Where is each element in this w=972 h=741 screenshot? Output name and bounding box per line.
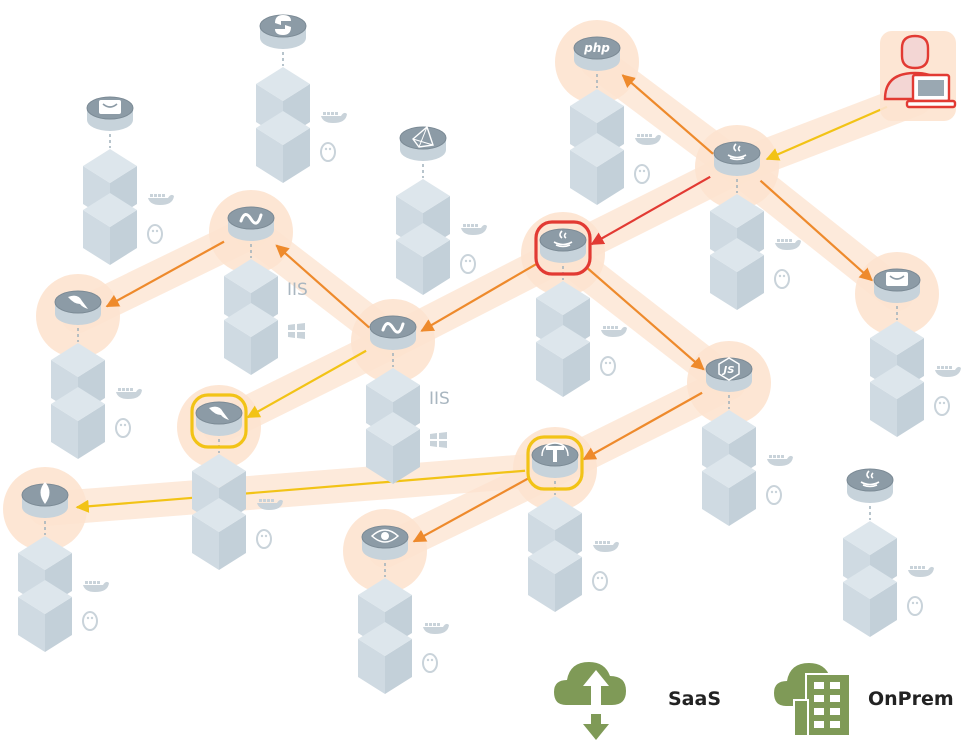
linux-icon <box>82 611 98 631</box>
eye-icon <box>370 529 400 543</box>
java-icon <box>860 470 880 488</box>
edge-arrow <box>582 391 703 461</box>
edge-arrow <box>759 179 873 282</box>
service-node-mongodb[interactable] <box>18 482 109 652</box>
service-node-mysql-top[interactable] <box>51 290 142 459</box>
service-node-php[interactable]: php <box>570 36 661 205</box>
user-node[interactable] <box>880 31 957 121</box>
legend: SaaS OnPrem <box>554 662 954 740</box>
mongodb-icon <box>40 482 50 504</box>
docker-icon <box>257 499 283 510</box>
linux-icon <box>600 356 616 376</box>
java-icon <box>727 143 747 161</box>
edge-layer <box>75 74 888 543</box>
service-node-mysql-yellow[interactable] <box>190 393 283 570</box>
svg-text:php: php <box>583 41 610 55</box>
service-node-java-red[interactable] <box>534 220 627 397</box>
python-icon <box>275 15 291 35</box>
windows-icon <box>430 432 447 448</box>
laptop-icon <box>905 73 957 109</box>
legend-onprem-label: OnPrem <box>868 688 954 710</box>
apache-icon <box>886 272 908 286</box>
ruby-icon <box>412 125 434 148</box>
docker-icon <box>593 541 619 552</box>
linux-icon <box>634 164 650 184</box>
linux-icon <box>592 571 608 591</box>
legend-saas-label: SaaS <box>668 688 721 710</box>
iis-label: IIS <box>287 280 308 300</box>
service-node-ruby[interactable] <box>396 125 487 295</box>
legend-saas: SaaS <box>554 662 721 740</box>
linux-icon <box>766 485 782 505</box>
service-node-java-lone[interactable] <box>843 468 934 637</box>
docker-icon <box>83 581 109 592</box>
edge-arrow <box>105 240 225 308</box>
svg-text:JS: JS <box>722 365 735 376</box>
linux-icon <box>115 418 131 438</box>
docker-icon <box>935 366 961 377</box>
nodejs-icon: JS <box>718 357 740 381</box>
docker-icon <box>767 455 793 466</box>
edge-arrow <box>75 469 526 513</box>
windows-icon <box>288 323 305 339</box>
docker-icon <box>423 623 449 634</box>
service-node-apache-right[interactable] <box>870 268 961 437</box>
edge-arrow <box>420 263 537 332</box>
service-node-dotnet-mid[interactable]: IIS <box>366 315 450 484</box>
service-node-eye[interactable] <box>358 525 449 694</box>
edge-arrow <box>275 244 370 329</box>
cloud-upload-icon <box>554 662 626 740</box>
edge-arrow <box>585 266 705 371</box>
docker-icon <box>116 388 142 399</box>
highlight-ring <box>190 393 248 449</box>
edge-arrow <box>590 175 711 246</box>
iis-label: IIS <box>429 389 450 409</box>
linux-icon <box>774 269 790 289</box>
linux-icon <box>422 653 438 673</box>
linux-icon <box>934 396 950 416</box>
docker-icon <box>321 112 347 123</box>
building-icon <box>774 663 851 737</box>
dotnet-icon <box>239 213 263 225</box>
docker-icon <box>635 134 661 145</box>
legend-onprem: OnPrem <box>774 663 954 737</box>
highlight-ring <box>526 435 584 491</box>
docker-icon <box>148 194 174 205</box>
apache-icon <box>99 100 121 114</box>
linux-icon <box>147 224 163 244</box>
service-node-dotnet-top[interactable]: IIS <box>224 206 308 375</box>
dotnet-icon <box>381 322 405 334</box>
service-node-apache-left[interactable] <box>83 96 174 265</box>
service-node-python[interactable] <box>256 14 347 183</box>
docker-icon <box>601 326 627 337</box>
service-node-nodejs[interactable]: JS <box>702 357 793 526</box>
linux-icon <box>907 596 923 616</box>
java-icon <box>553 230 573 248</box>
docker-icon <box>908 566 934 577</box>
php-icon: php <box>583 41 610 55</box>
halo-layer <box>3 20 939 593</box>
tomcat-icon <box>541 442 569 462</box>
highlight-ring <box>534 220 592 276</box>
docker-icon <box>461 224 487 235</box>
mysql-icon <box>209 406 229 420</box>
edge-arrow <box>765 105 888 161</box>
edge-arrow <box>412 477 529 543</box>
edge-arrow <box>246 349 367 419</box>
linux-icon <box>320 142 336 162</box>
mysql-icon <box>68 295 88 309</box>
linux-icon <box>460 254 476 274</box>
service-node-tomcat-yellow[interactable] <box>526 435 619 612</box>
linux-icon <box>256 529 272 549</box>
docker-icon <box>775 239 801 250</box>
service-node-java-top[interactable] <box>710 141 801 310</box>
edge-arrow <box>621 74 714 155</box>
